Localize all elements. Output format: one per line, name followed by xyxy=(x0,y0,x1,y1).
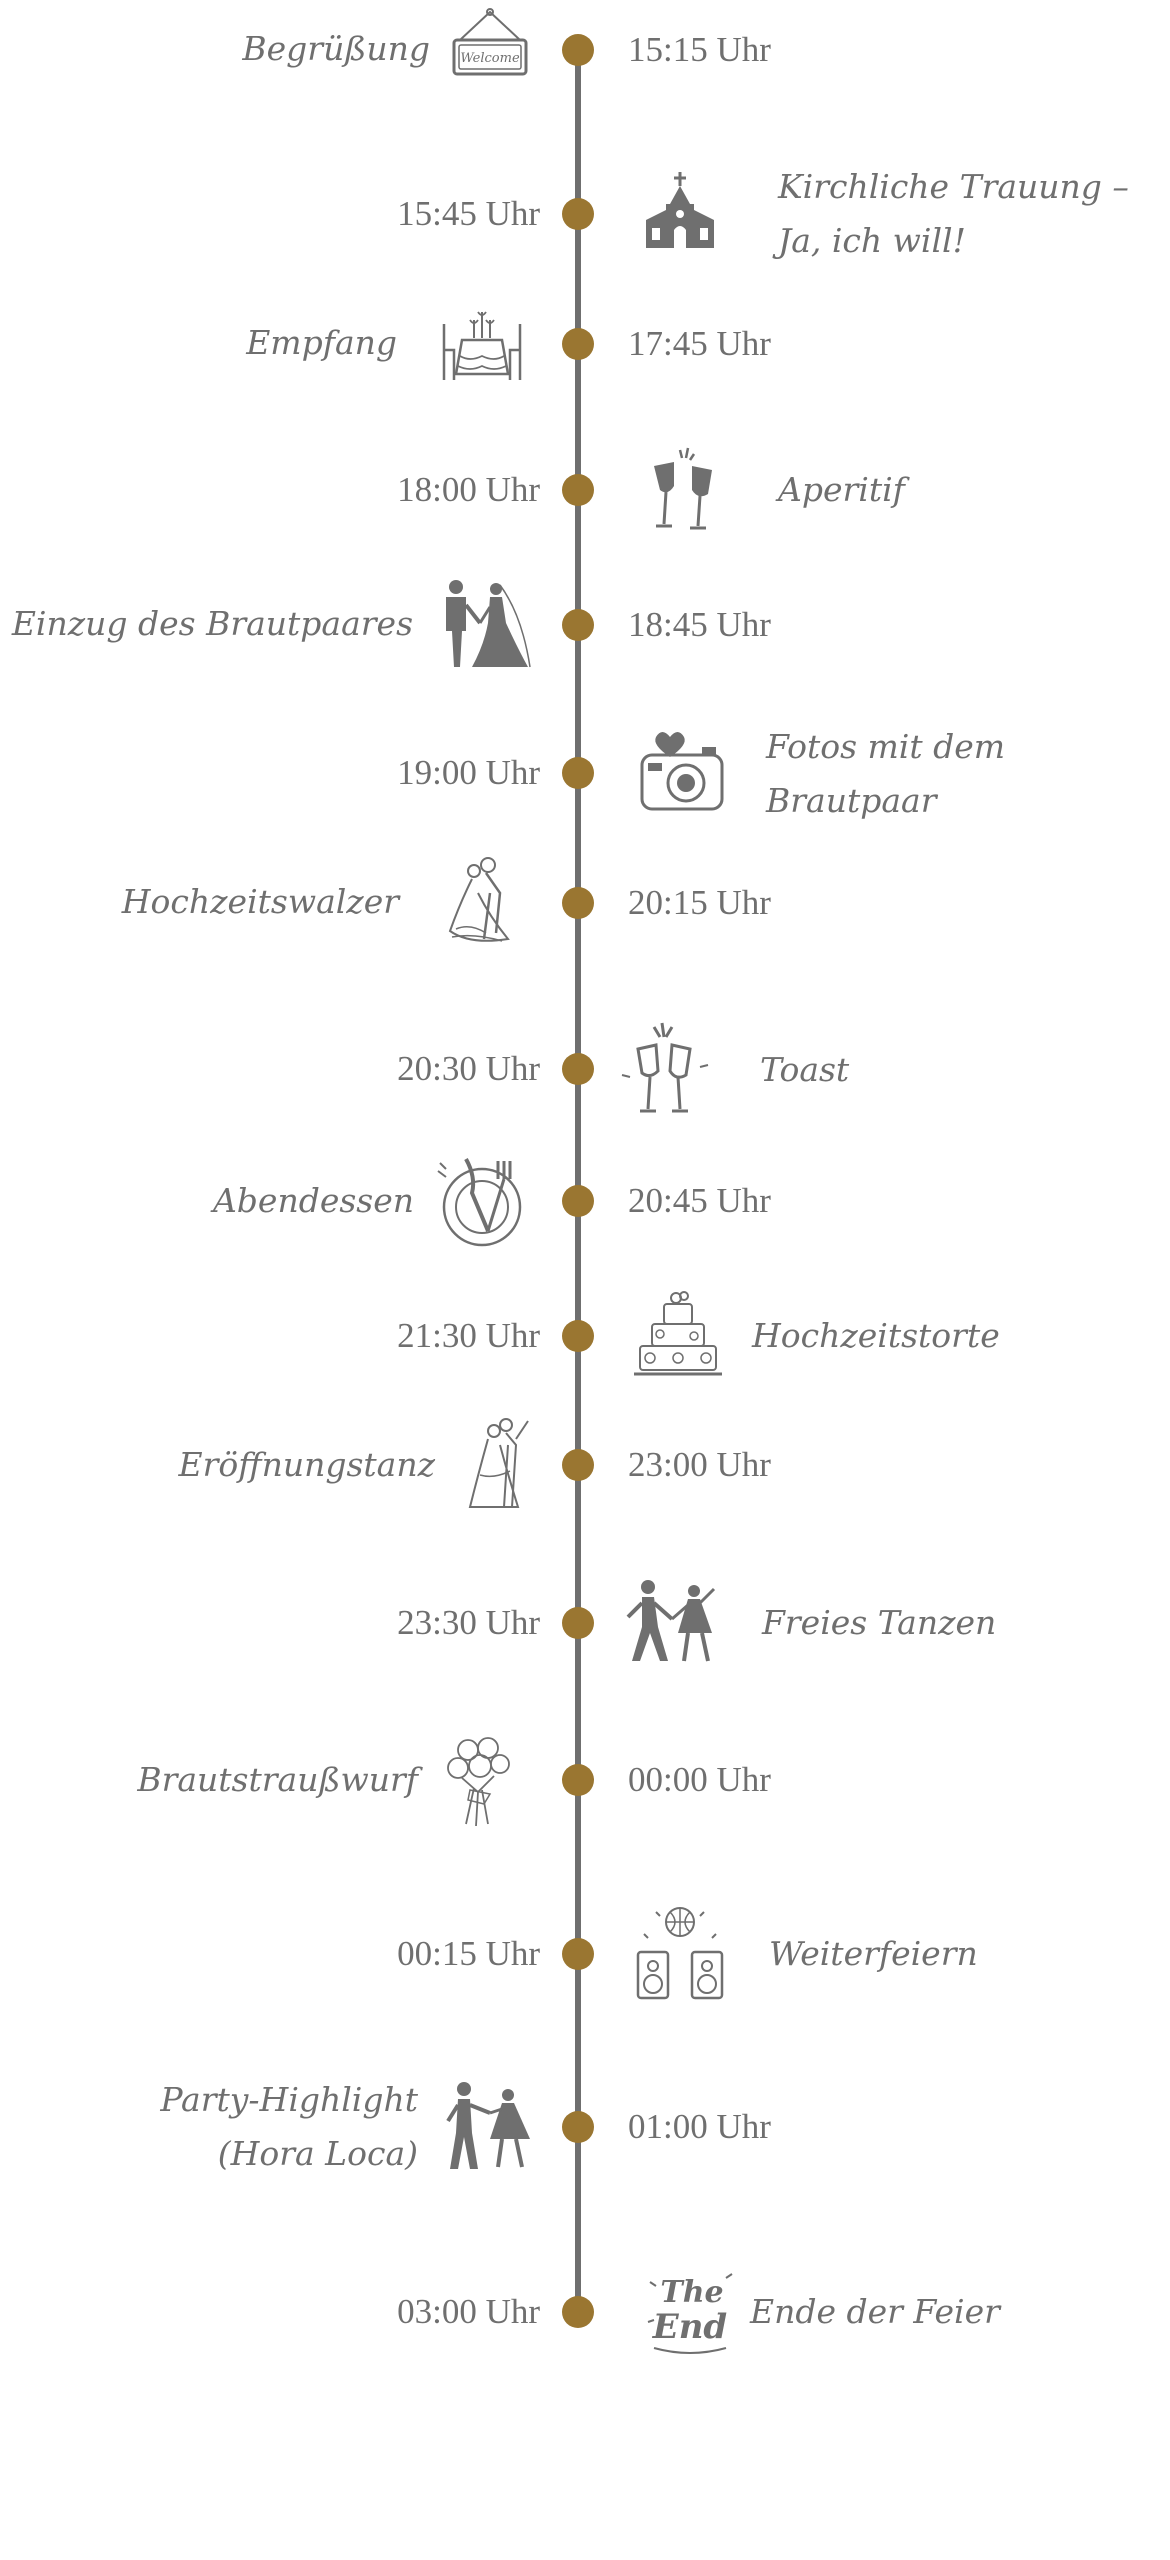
dinner-plate-icon xyxy=(432,1151,532,1251)
event-title: Freies Tanzen xyxy=(762,1596,996,1650)
event-title: Kirchliche Trauung – Ja, ich will! xyxy=(778,160,1129,268)
event-title-line: Aperitif xyxy=(778,470,905,509)
camera-icon xyxy=(632,723,732,823)
event-title: Begrüßung xyxy=(242,22,430,76)
timeline-dot xyxy=(562,34,594,66)
timeline-axis xyxy=(575,40,581,2320)
event-title-line: Ja, ich will! xyxy=(778,221,966,260)
timeline-dot xyxy=(562,2296,594,2328)
event-title-line: Fotos mit dem xyxy=(766,727,1006,766)
event-time: 15:15 Uhr xyxy=(628,30,771,69)
event-time: 20:15 Uhr xyxy=(628,883,771,922)
svg-text:Welcome: Welcome xyxy=(460,51,520,66)
event-title-line: Einzug des Brautpaares xyxy=(11,604,413,643)
event-title-line: Eröffnungstanz xyxy=(178,1445,435,1484)
wine-glasses-icon xyxy=(634,440,734,540)
event-time: 20:30 Uhr xyxy=(397,1049,540,1088)
event-title-line: Abendessen xyxy=(212,1181,414,1220)
event-title-line: Begrüßung xyxy=(242,29,430,68)
disco-speakers-icon xyxy=(630,1904,730,2004)
event-title: Aperitif xyxy=(778,463,905,517)
champagne-toast-icon xyxy=(614,1019,714,1119)
timeline-dot xyxy=(562,1320,594,1352)
wedding-cake-icon xyxy=(628,1286,728,1386)
event-time: 19:00 Uhr xyxy=(397,753,540,792)
event-title-line: Kirchliche Trauung – xyxy=(778,167,1129,206)
event-title-line: (Hora Loca) xyxy=(217,2134,418,2173)
waltz-couple-icon xyxy=(430,853,530,953)
party-dance-icon xyxy=(438,2077,538,2177)
event-title-line: Weiterfeiern xyxy=(769,1934,978,1973)
svg-text:The: The xyxy=(660,2275,723,2310)
event-title-line: Hochzeitswalzer xyxy=(121,882,399,921)
event-time: 15:45 Uhr xyxy=(397,194,540,233)
event-title: Abendessen xyxy=(213,1174,414,1228)
event-title-line: Party-Highlight xyxy=(160,2080,418,2119)
timeline-dot xyxy=(562,2111,594,2143)
event-title: Toast xyxy=(760,1043,849,1097)
timeline-dot xyxy=(562,609,594,641)
event-title-line: Hochzeitstorte xyxy=(752,1316,1000,1355)
svg-text:End: End xyxy=(652,2307,728,2347)
timeline-dot xyxy=(562,328,594,360)
event-title-line: Empfang xyxy=(246,323,397,362)
timeline-dot xyxy=(562,1764,594,1796)
timeline-dot xyxy=(562,1185,594,1217)
event-title-line: Toast xyxy=(760,1050,850,1089)
event-time: 18:00 Uhr xyxy=(397,470,540,509)
event-time: 21:30 Uhr xyxy=(397,1316,540,1355)
event-time: 03:00 Uhr xyxy=(397,2292,540,2331)
bouquet-icon xyxy=(428,1730,528,1830)
event-title: Brautstraußwurf xyxy=(137,1753,418,1807)
event-title: Ende der Feier xyxy=(750,2285,1000,2339)
event-title: Hochzeitstorte xyxy=(752,1309,1000,1363)
dancing-couple-icon xyxy=(622,1573,722,1673)
event-time: 01:00 Uhr xyxy=(628,2107,771,2146)
event-time: 23:00 Uhr xyxy=(628,1445,771,1484)
timeline-dot xyxy=(562,1607,594,1639)
event-time: 23:30 Uhr xyxy=(397,1603,540,1642)
event-title-line: Freies Tanzen xyxy=(762,1603,997,1642)
church-icon xyxy=(630,164,730,264)
event-title: Einzug des Brautpaares xyxy=(12,597,413,651)
timeline-dot xyxy=(562,474,594,506)
event-time: 00:15 Uhr xyxy=(397,1934,540,1973)
event-time: 17:45 Uhr xyxy=(628,324,771,363)
dining-table-icon xyxy=(432,294,532,394)
timeline-dot xyxy=(562,757,594,789)
event-title: Eröffnungstanz xyxy=(178,1438,435,1492)
event-time: 20:45 Uhr xyxy=(628,1181,771,1220)
event-title-line: Ende der Feier xyxy=(750,2292,1000,2331)
timeline-dot xyxy=(562,1449,594,1481)
event-title-line: Brautstraußwurf xyxy=(137,1760,418,1799)
timeline-dot xyxy=(562,1053,594,1085)
event-time: 00:00 Uhr xyxy=(628,1760,771,1799)
event-title-line: Brautpaar xyxy=(766,781,937,820)
event-title: Weiterfeiern xyxy=(769,1927,978,1981)
bride-groom-icon xyxy=(432,575,532,675)
timeline-dot xyxy=(562,1938,594,1970)
event-title: Party-Highlight (Hora Loca) xyxy=(160,2073,418,2181)
first-dance-icon xyxy=(448,1415,548,1515)
event-time: 18:45 Uhr xyxy=(628,605,771,644)
event-title: Empfang xyxy=(246,316,397,370)
timeline-dot xyxy=(562,198,594,230)
welcome-sign-icon: Welcome xyxy=(440,0,540,100)
timeline-dot xyxy=(562,887,594,919)
event-title: Hochzeitswalzer xyxy=(122,875,399,929)
